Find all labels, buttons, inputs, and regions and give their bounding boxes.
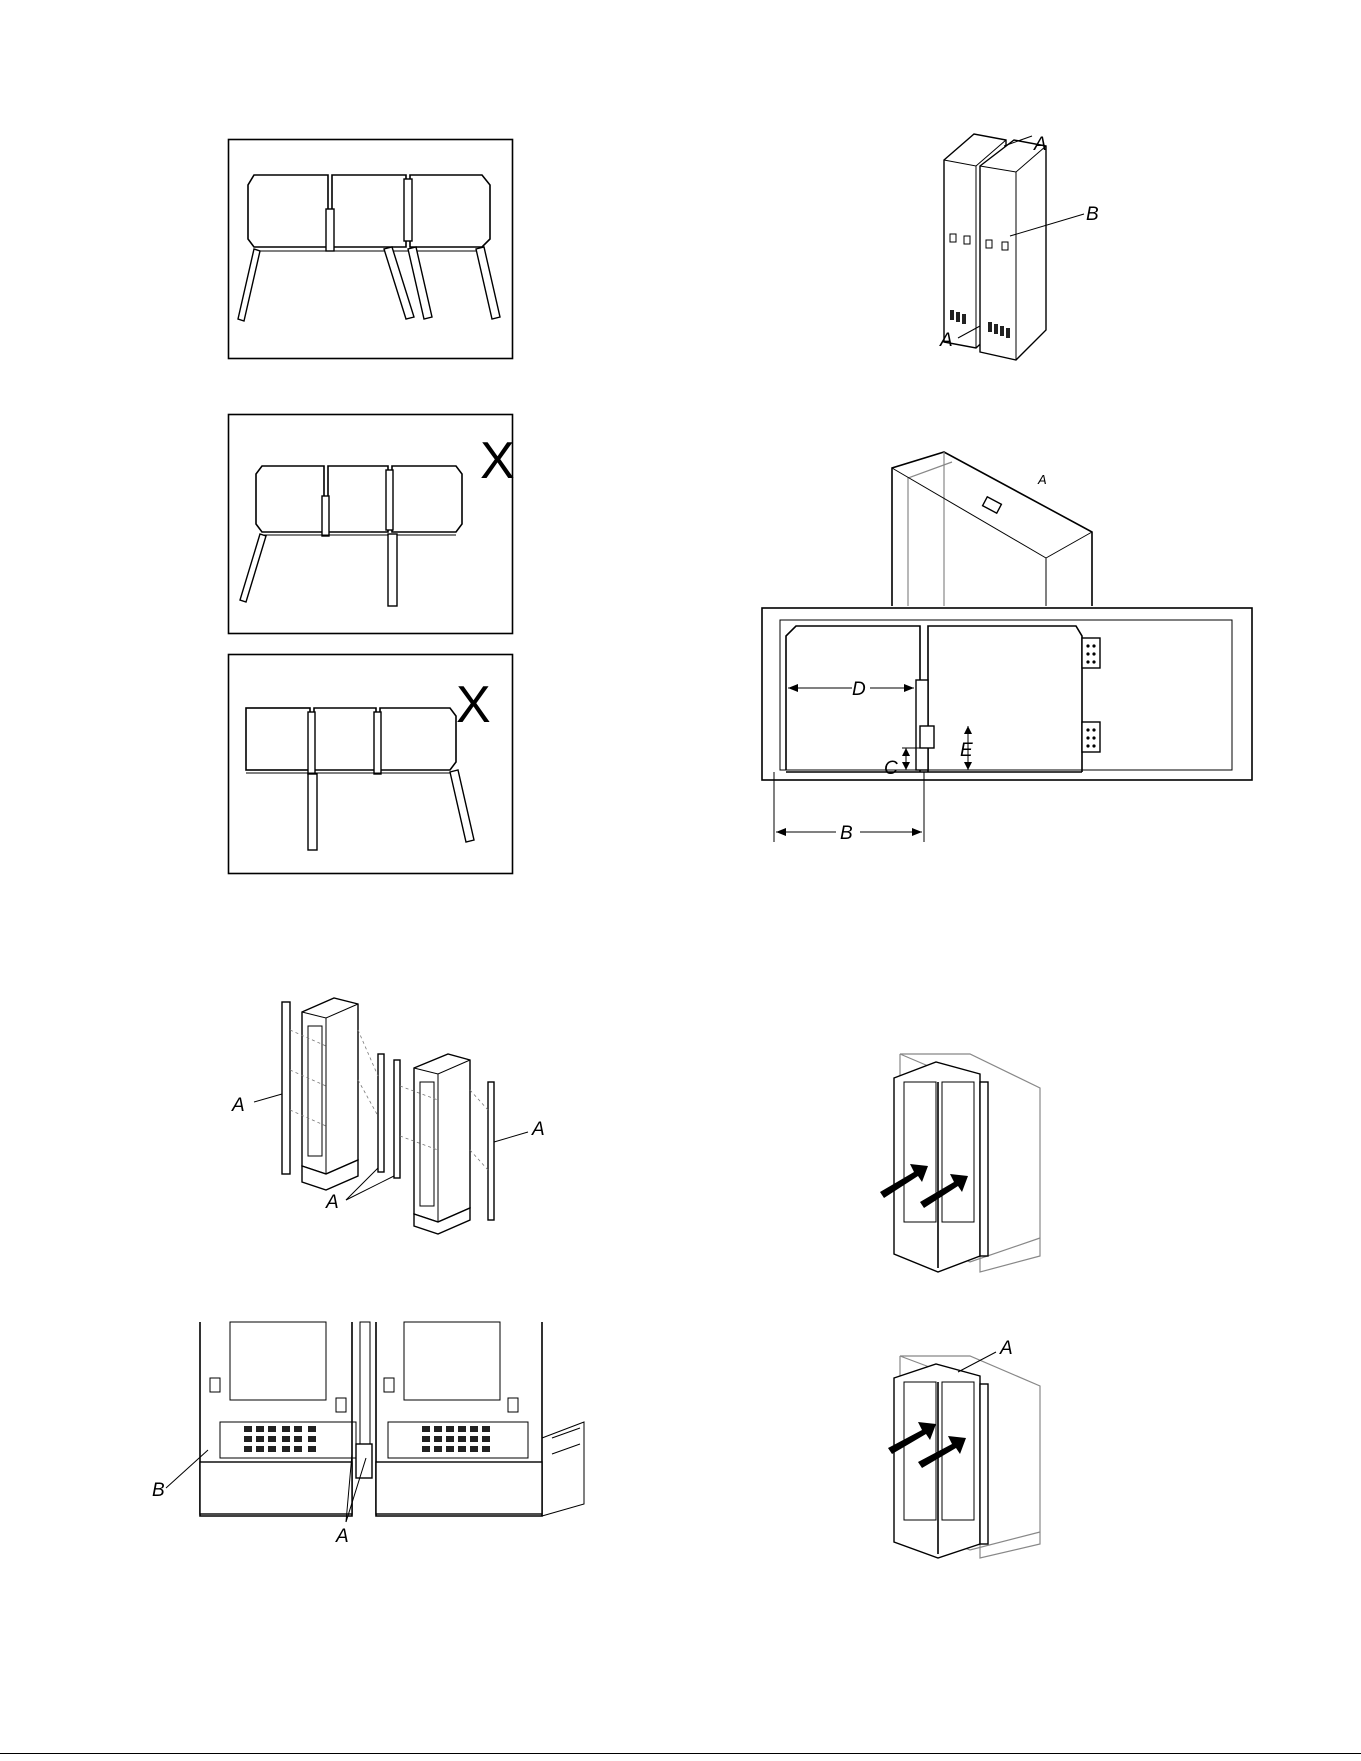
- callout-a: A: [1033, 134, 1047, 155]
- trim-strip: [394, 1060, 400, 1178]
- open-doors: [240, 534, 397, 606]
- open-doors: [308, 770, 474, 850]
- callout-a: A: [325, 1192, 339, 1213]
- wrong-mark: X: [480, 432, 515, 490]
- top-view-plan: D C E: [762, 608, 1252, 780]
- callout-a: A: [335, 1526, 349, 1547]
- dimension-b: B: [840, 823, 853, 844]
- trim-strip: [488, 1082, 494, 1220]
- cabinet-row: [256, 466, 462, 536]
- appliance-pair: [894, 1364, 988, 1558]
- callout-a: A: [999, 1338, 1013, 1359]
- appliance-pair: [894, 1062, 988, 1272]
- trim-strip: [378, 1054, 384, 1172]
- hinge-correct-diagram: [228, 139, 513, 359]
- appliance-unit-left: [200, 1322, 370, 1516]
- callout-b: B: [1086, 204, 1099, 225]
- appliance-unit-left: [302, 998, 358, 1190]
- dimension-d: D: [852, 679, 866, 700]
- callout-a: A: [939, 330, 953, 351]
- open-doors: [238, 247, 500, 321]
- callout-a: A: [231, 1095, 245, 1116]
- push-in-diagram-2: A: [866, 1336, 1076, 1556]
- appliance-unit-right: [414, 1054, 470, 1234]
- appliance-unit-right: [980, 140, 1046, 360]
- trim-strip: [282, 1002, 290, 1174]
- cabinet-opening: A: [892, 452, 1092, 606]
- hinge-wrong-diagram-1: X: [228, 414, 513, 634]
- cabinet-row: [248, 175, 490, 251]
- wrong-mark: X: [456, 676, 491, 734]
- callout-a: A: [531, 1119, 545, 1140]
- dimension-e: E: [960, 740, 973, 761]
- page-footer-rule: [0, 1753, 1361, 1754]
- dimension-c: C: [884, 758, 898, 779]
- cabinet-opening-diagram: A D C E: [756, 450, 1256, 850]
- callout-a: A: [1037, 472, 1047, 487]
- appliance-unit-right: [376, 1322, 584, 1516]
- toe-kick-diagram: B A: [152, 1318, 622, 1548]
- cabinet-row: [246, 708, 456, 774]
- callout-b: B: [152, 1480, 165, 1501]
- hinge-wrong-diagram-2: X: [228, 654, 513, 874]
- trim-strips-diagram: A A A: [226, 990, 566, 1240]
- units-joined-diagram: A B A: [924, 130, 1124, 370]
- push-in-diagram-1: [870, 1048, 1070, 1270]
